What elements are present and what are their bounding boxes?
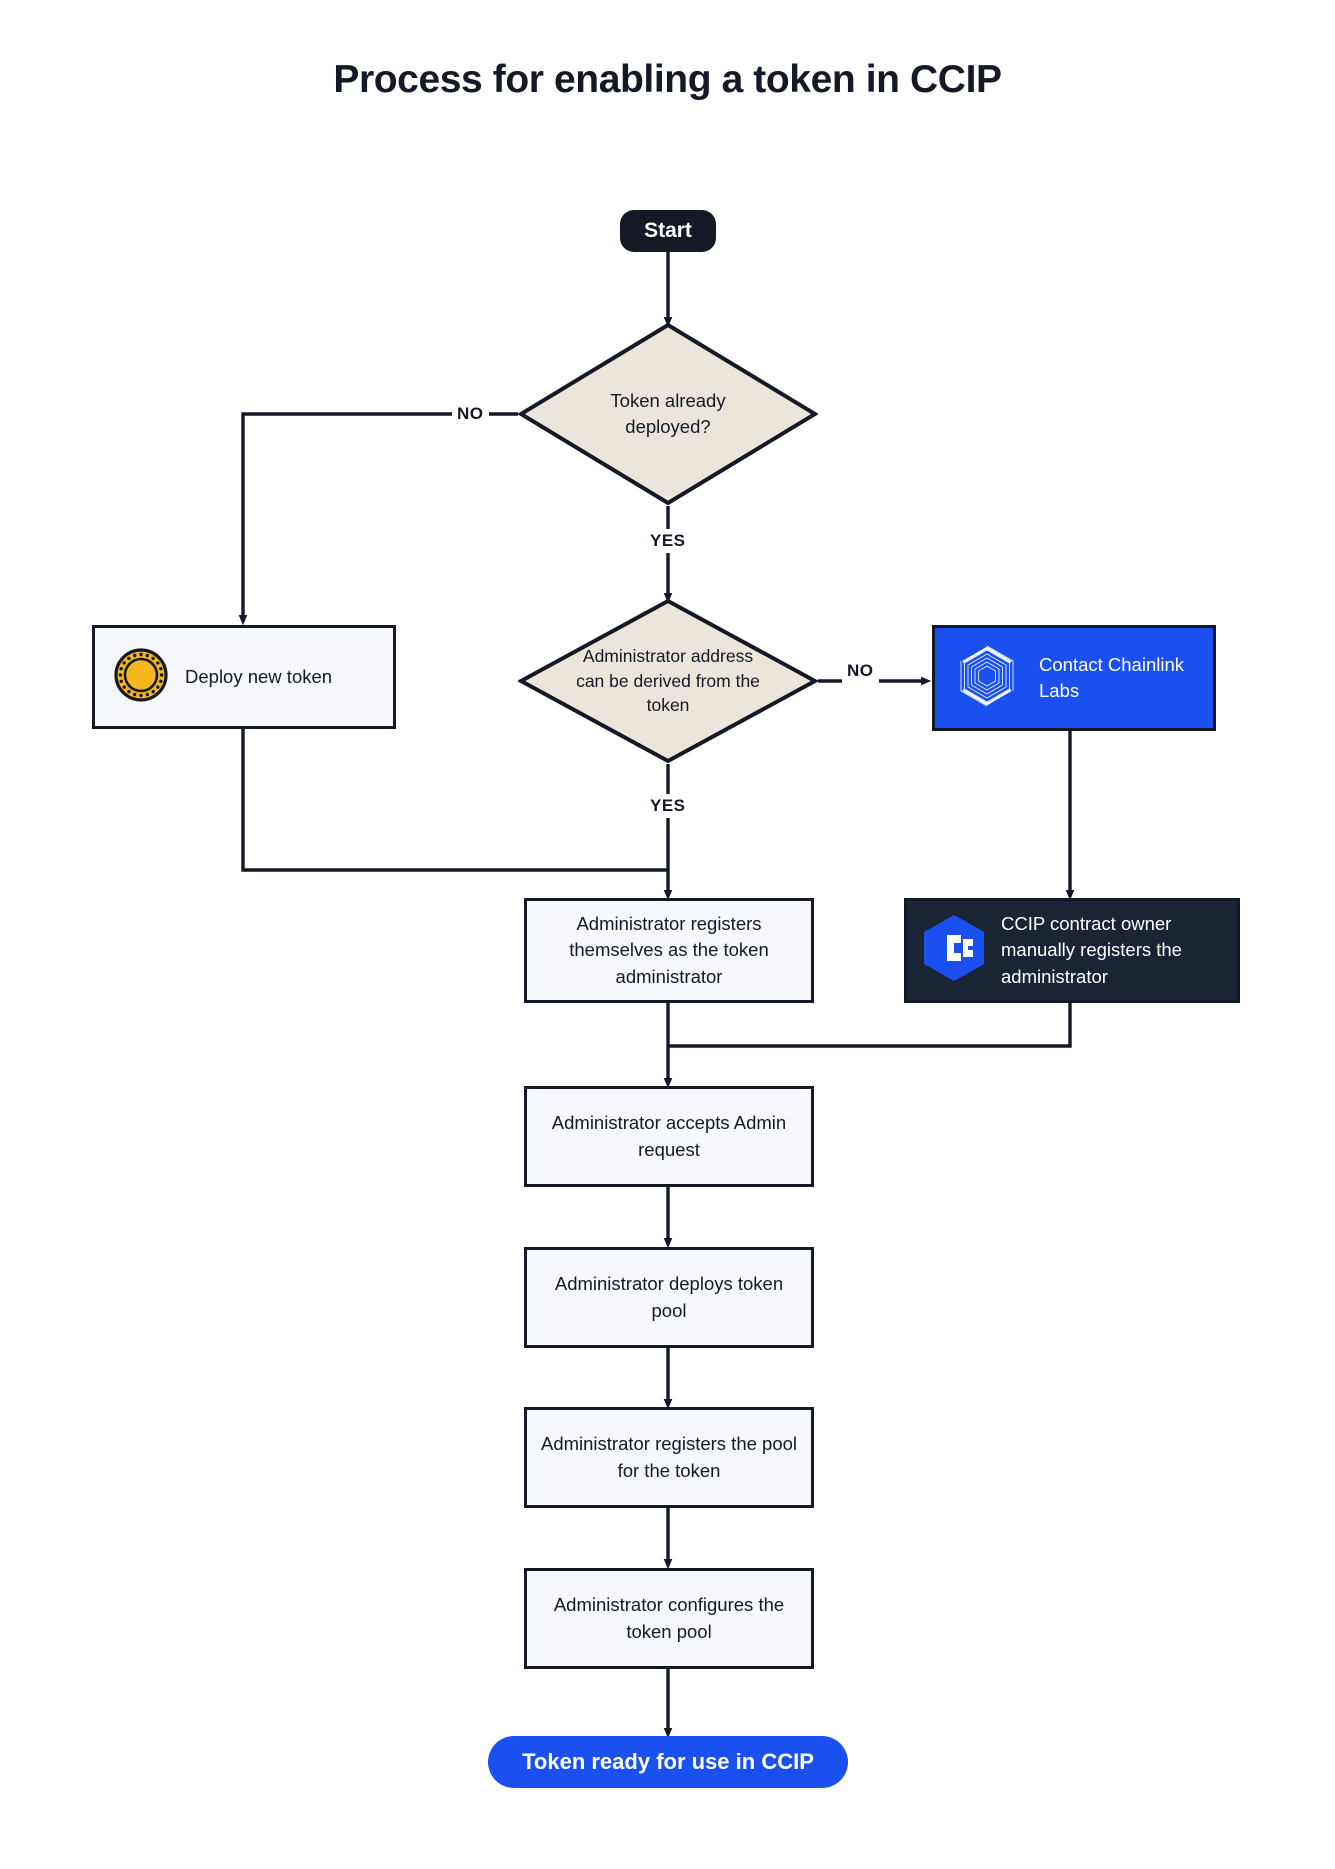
node-done-label: Token ready for use in CCIP (522, 1749, 814, 1774)
edge-label-derived-yes: YES (645, 794, 691, 818)
node-contact-chainlink-labs[interactable]: Contact Chainlink Labs (932, 625, 1216, 731)
node-q-deployed-label: Token already deployed? (610, 389, 726, 437)
node-accept-admin[interactable]: Administrator accepts Admin request (524, 1086, 814, 1187)
chainlink-logo-icon (949, 638, 1025, 719)
edge-owner-register-to-main (668, 1003, 1072, 1048)
coin-icon (113, 647, 169, 708)
node-accept-admin-label: Administrator accepts Admin request (551, 1112, 787, 1160)
node-register-pool-label: Administrator registers the pool for the… (540, 1433, 798, 1481)
node-configure-pool[interactable]: Administrator configures the token pool (524, 1568, 814, 1669)
node-q-derived-label: Administrator address can be derived fro… (576, 645, 760, 716)
diamond-shape (518, 322, 818, 506)
node-q-deployed[interactable]: Token already deployed? (518, 322, 818, 506)
node-q-derived[interactable]: Administrator address can be derived fro… (518, 598, 818, 764)
node-owner-register[interactable]: CCIP contract owner manually registers t… (904, 898, 1240, 1003)
node-contact-chainlink-labs-label: Contact Chainlink Labs (1039, 653, 1184, 701)
edge-label-deployed-no: NO (452, 402, 489, 426)
node-configure-pool-label: Administrator configures the token pool (553, 1594, 785, 1642)
node-self-register[interactable]: Administrator registers themselves as th… (524, 898, 814, 1003)
node-deploy-token-label: Deploy new token (185, 665, 333, 687)
node-deploy-pool[interactable]: Administrator deploys token pool (524, 1247, 814, 1348)
node-done[interactable]: Token ready for use in CCIP (488, 1736, 848, 1788)
node-owner-register-label: CCIP contract owner manually registers t… (1001, 913, 1182, 987)
edge-q-deployed-no (238, 412, 518, 626)
page-title: Process for enabling a token in CCIP (333, 58, 1002, 101)
node-self-register-label: Administrator registers themselves as th… (569, 913, 769, 987)
diamond-shape (518, 598, 818, 764)
node-start-label: Start (644, 219, 692, 242)
node-deploy-token[interactable]: Deploy new token (92, 625, 396, 729)
node-deploy-pool-label: Administrator deploys token pool (554, 1273, 784, 1321)
edge-label-deployed-yes: YES (645, 529, 691, 553)
node-register-pool[interactable]: Administrator registers the pool for the… (524, 1407, 814, 1508)
ccip-logo-icon (921, 913, 987, 988)
edge-label-derived-no: NO (842, 659, 879, 683)
node-start[interactable]: Start (620, 210, 716, 252)
